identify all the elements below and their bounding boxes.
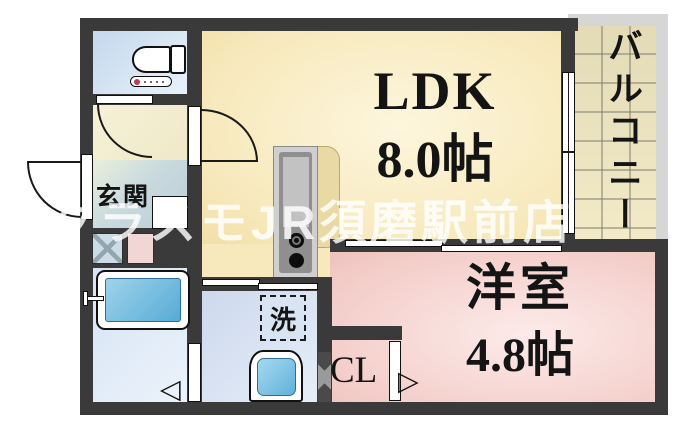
bathtub-water <box>105 278 181 322</box>
kitchen-sink <box>283 157 309 227</box>
sliding-door-panel <box>345 240 443 247</box>
toilet-control-red-dot <box>134 79 140 85</box>
wall-closet-top <box>317 326 402 340</box>
wall-bottom <box>80 402 668 415</box>
toilet-door-leaf <box>96 95 153 104</box>
ldk-size: 8.0帖 <box>376 132 494 190</box>
ldk-door-open-line <box>201 160 258 162</box>
toilet-bowl-icon <box>132 46 171 73</box>
washbasin-bowl <box>257 358 296 396</box>
ldk-name: LDK <box>373 61 497 121</box>
sliding-door-panel <box>202 279 260 286</box>
sliding-door-panel <box>258 283 318 290</box>
ldk-door-leaf <box>188 106 201 166</box>
wall-right-western <box>655 244 668 415</box>
door-swing-arrow-icon: ◁ <box>160 374 181 405</box>
laundry-space-box: 洗 <box>260 295 306 341</box>
wall-top <box>80 18 578 31</box>
balcony-window-mullion <box>563 151 574 153</box>
western-size: 4.8帖 <box>465 329 574 382</box>
laundry-label: 洗 <box>269 305 296 335</box>
room-label-ldk: LDK 8.0帖 <box>300 56 570 196</box>
bathroom-door-leaf <box>188 343 201 402</box>
sliding-door-panel <box>441 245 562 252</box>
room-label-western: 洋室 4.8帖 <box>382 254 658 389</box>
front-door-leaf <box>81 154 93 220</box>
pillar-hatch <box>318 352 331 402</box>
door-swing-arrow-icon: ▷ <box>398 366 419 397</box>
western-name: 洋室 <box>466 260 574 316</box>
kitchen-counter <box>314 146 340 248</box>
balcony-floor <box>575 26 658 245</box>
shoe-cabinet <box>152 196 188 229</box>
toilet-control-dots <box>144 81 166 83</box>
closet-door-leaf <box>389 341 401 401</box>
pipe-space-box <box>92 233 123 264</box>
balcony-frame-right <box>656 14 668 248</box>
ldk-floor <box>200 28 564 246</box>
room-label-closet: CL <box>330 350 378 391</box>
balcony-window-mullion <box>568 73 569 233</box>
room-label-balcony: バルコニー <box>603 28 642 238</box>
stove-burner-icon <box>289 253 304 268</box>
toilet-tank-icon <box>170 45 186 74</box>
bath-faucet-icon <box>83 291 88 306</box>
meter-box <box>127 233 154 264</box>
stove-burner-icon <box>289 233 304 248</box>
watermark-text: クラスモJR須磨駅前店 <box>48 196 575 249</box>
balcony-frame-top <box>568 14 668 26</box>
room-label-entrance: 玄関 <box>96 184 151 211</box>
